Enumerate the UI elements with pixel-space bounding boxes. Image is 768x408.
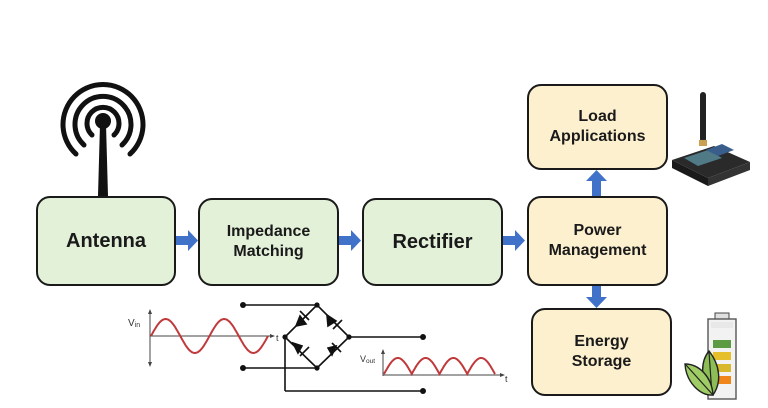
impedance-matching-block: Impedance Matching (198, 198, 339, 286)
bridge-diodes (291, 310, 343, 357)
impedance-label-line2: Matching (233, 243, 304, 260)
battery-level-3 (713, 364, 731, 372)
iot-board-icon (672, 92, 750, 186)
power-label-line2: Management (548, 242, 647, 259)
battery-level-1 (713, 340, 731, 348)
battery-level-4 (713, 376, 731, 384)
antenna-signal-icon (60, 82, 146, 157)
vout-label: Vout (360, 354, 375, 365)
arrow-rectifier-to-power (502, 230, 525, 251)
storage-label-line1: Energy (574, 333, 629, 350)
vin-axis-label: t (276, 333, 279, 343)
vout-axis-label: t (505, 374, 508, 384)
rectifier-block: Rectifier (362, 198, 503, 286)
load-label-line1: Load (578, 108, 617, 125)
antenna-head (95, 113, 111, 129)
energy-storage-block: Energy Storage (531, 308, 672, 396)
antenna-label: Antenna (66, 229, 146, 252)
antenna-block: Antenna (36, 196, 176, 286)
arrow-power-to-storage (586, 286, 607, 308)
input-waveform (148, 309, 275, 367)
power-management-block: Power Management (527, 196, 668, 286)
arrow-power-to-load (586, 170, 607, 197)
vin-label: Vin (128, 318, 140, 329)
bridge-rectifier-circuit (243, 304, 423, 392)
rectifier-label: Rectifier (392, 230, 473, 253)
load-label-line2: Applications (549, 128, 646, 145)
antenna-mast (98, 124, 108, 196)
power-label-line1: Power (573, 222, 622, 239)
load-applications-block: Load Applications (527, 84, 668, 170)
impedance-label-line1: Impedance (226, 223, 311, 240)
output-waveform (381, 349, 505, 377)
storage-label-line2: Storage (571, 353, 632, 370)
battery-leaf-icon (684, 312, 737, 400)
arrow-impedance-to-rectifier (338, 230, 361, 251)
circuit-nodes (240, 302, 426, 394)
arrow-antenna-to-impedance (175, 230, 198, 251)
battery-level-2 (713, 352, 731, 360)
